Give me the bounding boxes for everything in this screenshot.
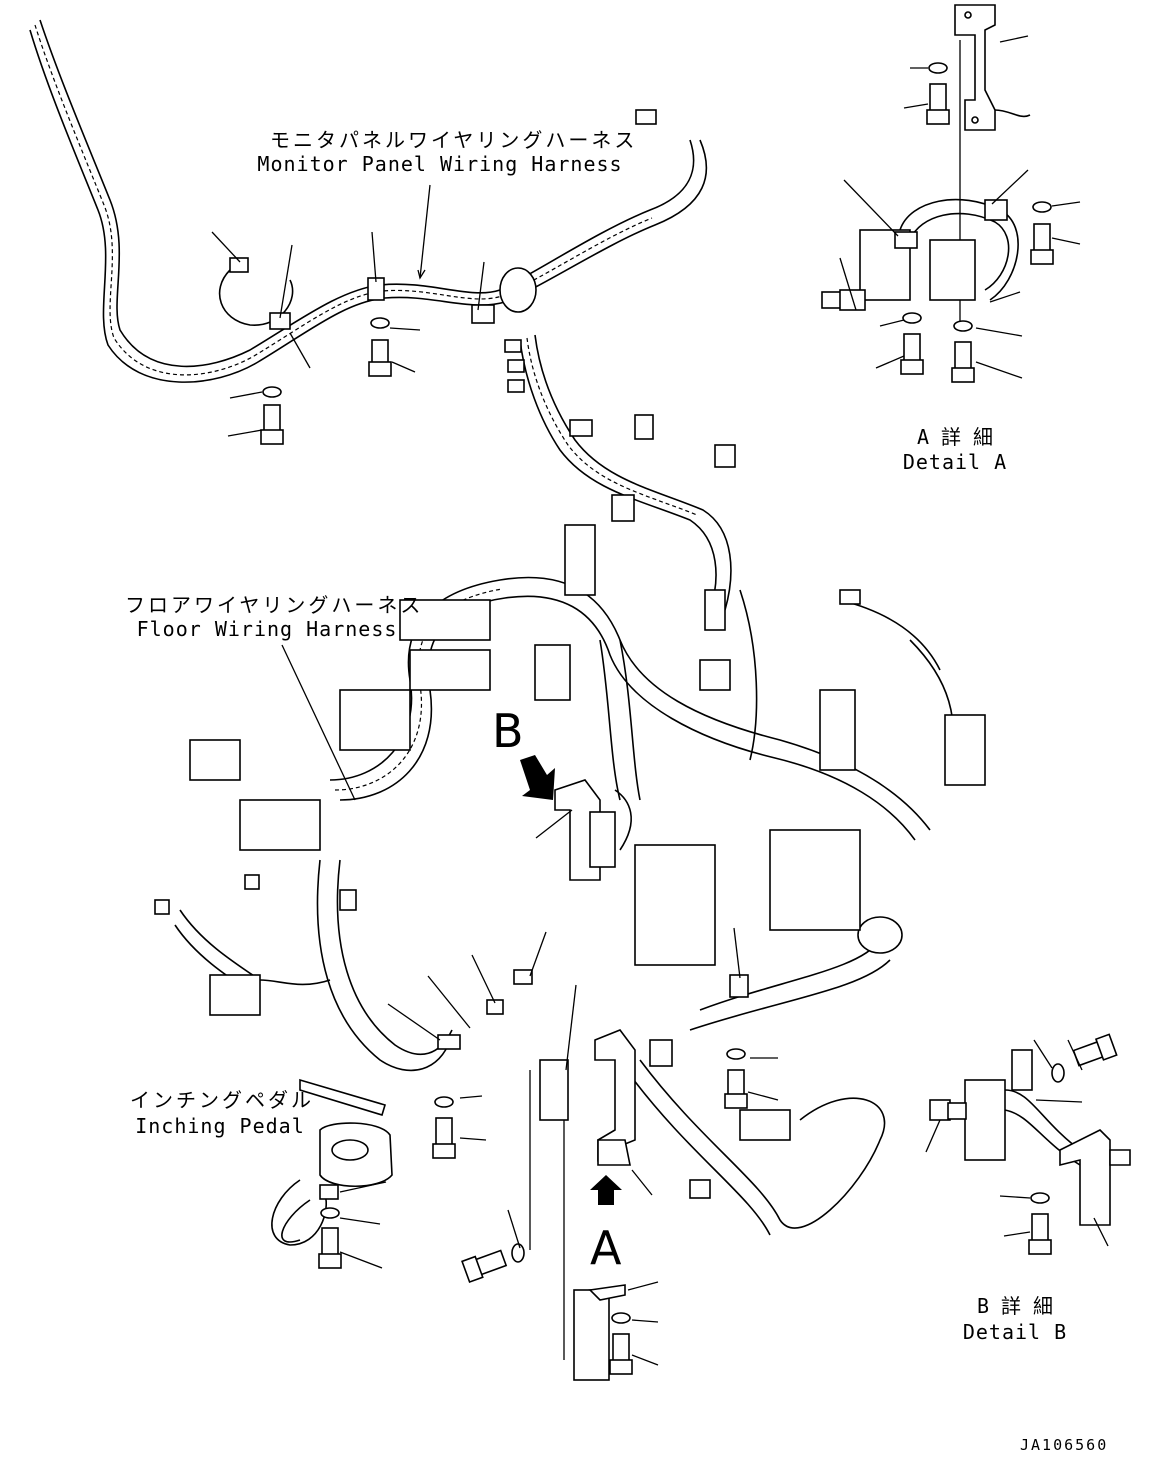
monitor-harness-fasteners: [260, 317, 392, 445]
detail-a-label-en: Detail A: [902, 450, 1008, 474]
view-arrows: [520, 755, 622, 1205]
detail-b-label-en: Detail B: [962, 1320, 1068, 1344]
bracket-b-assembly: [554, 779, 632, 881]
detail-b-label-jp: B 詳 細: [976, 1294, 1054, 1318]
bracket-a-assembly: [539, 1029, 636, 1166]
floor-harness-label-en: Floor Wiring Harness: [136, 617, 398, 641]
detail-b-drawing: [925, 1033, 1131, 1255]
floor-harness-label-jp: フロアワイヤリングハーネス: [125, 593, 424, 617]
drawing-code: JA106560: [1020, 1436, 1109, 1454]
inching-pedal-label-en: Inching Pedal: [135, 1114, 305, 1138]
floor-harness: [154, 524, 986, 1243]
monitor-harness-label-jp: モニタパネルワイヤリングハーネス: [270, 128, 638, 152]
view-b-marker: B: [492, 704, 524, 758]
detail-a-drawing: [821, 4, 1081, 383]
monitor-panel-harness: [29, 19, 736, 611]
inching-pedal-label-jp: インチングペダル: [130, 1088, 314, 1112]
inching-pedal: [271, 1078, 393, 1246]
floor-harness-fasteners: [318, 1048, 748, 1381]
view-a-marker: A: [590, 1221, 622, 1275]
detail-a-label-jp: A 詳 細: [916, 425, 994, 449]
monitor-harness-label-en: Monitor Panel Wiring Harness: [257, 152, 623, 176]
leader-lines-middle: [281, 644, 779, 1366]
leader-lines-top: [211, 184, 485, 437]
